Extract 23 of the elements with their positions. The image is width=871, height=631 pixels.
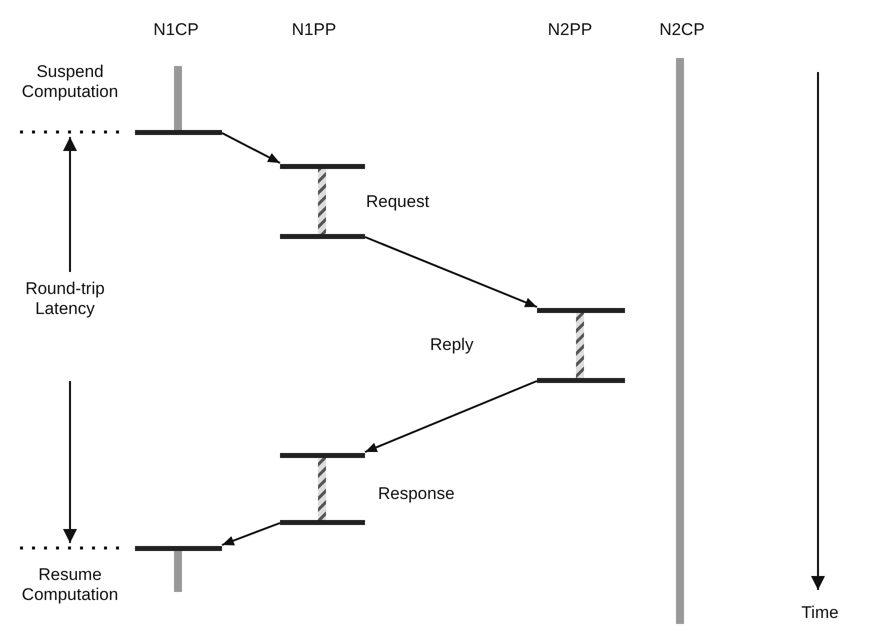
timeline-bar [280,164,365,169]
annotation-text: Resume Computation [20,565,120,605]
timeline-bar [135,546,222,551]
timeline-bar [537,378,625,383]
timeline-bar [280,520,365,525]
axis-label: Time [800,603,840,623]
timeline-bar [280,453,365,458]
arrow [222,132,280,164]
message-label: Reply [430,335,474,355]
timeline-bar [280,234,365,239]
arrow [222,522,280,546]
column-header: N1CP [152,20,200,40]
dimension-label: Round-trip Latency [24,279,106,319]
message-label: Request [366,192,430,212]
column-header: N1PP [290,20,338,40]
arrow [364,236,538,308]
annotation-text: Suspend Computation [20,62,120,102]
arrow [364,380,538,453]
message-label: Response [378,484,455,504]
column-header: N2PP [546,20,594,40]
timeline-bar [135,130,222,135]
timeline-bar [537,308,625,313]
column-header: N2CP [658,20,706,40]
